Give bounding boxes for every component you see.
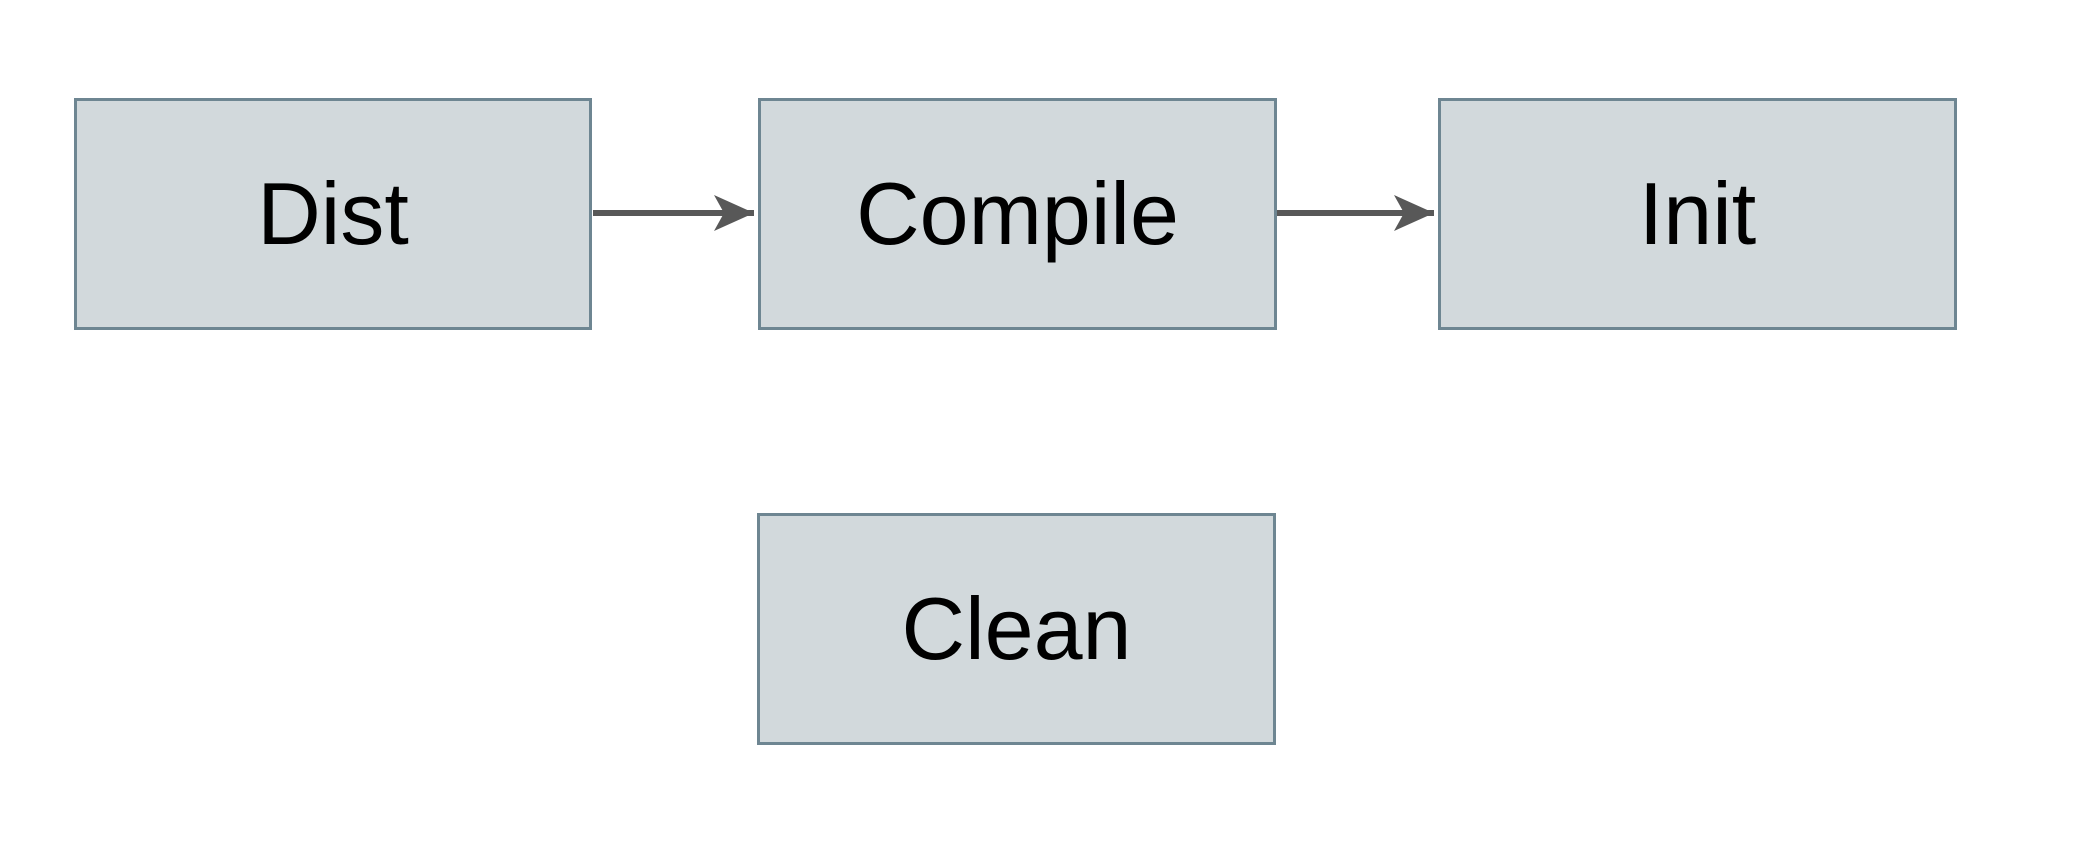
node-dist-label: Dist [257, 164, 409, 263]
node-compile-label: Compile [856, 164, 1179, 263]
node-clean[interactable]: Clean [757, 513, 1276, 745]
node-dist[interactable]: Dist [74, 98, 592, 330]
node-init[interactable]: Init [1438, 98, 1957, 330]
node-clean-label: Clean [901, 579, 1132, 678]
node-init-label: Init [1638, 164, 1757, 263]
node-compile[interactable]: Compile [758, 98, 1277, 330]
